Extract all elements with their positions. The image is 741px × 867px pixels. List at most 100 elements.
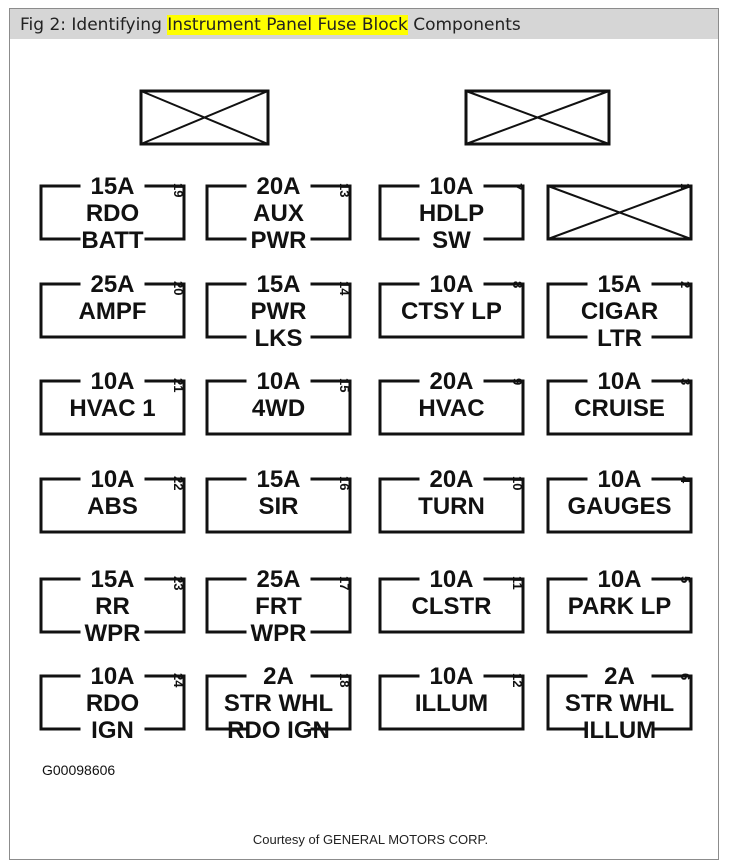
fuse-number: 12: [510, 673, 525, 687]
fuse-number: 3: [678, 378, 693, 385]
fuse-circuit-label: CIGAR: [581, 298, 658, 325]
fuse-amp-label: 15A: [90, 566, 134, 593]
fuse-amp-label: 2A: [263, 663, 294, 690]
fuse-circuit-label: AUX: [253, 200, 304, 227]
fuse-circuit-label: PWR: [251, 298, 307, 325]
fuse-circuit-label: CRUISE: [574, 395, 665, 422]
fuse-circuit-label-2: LKS: [255, 325, 303, 352]
title-highlight: Instrument Panel Fuse Block: [167, 15, 408, 35]
fuse-outline: [39, 184, 186, 241]
fuse-circuit-label: RR: [95, 593, 130, 620]
fuse-circuit-label-2: WPR: [85, 620, 141, 647]
fuse-circuit-label: GAUGES: [567, 493, 671, 520]
fuse-number: 23: [171, 576, 186, 590]
fuse-number: 10: [510, 476, 525, 490]
credit-line: Courtesy of GENERAL MOTORS CORP.: [252, 832, 489, 847]
fuse-outline: [546, 577, 693, 634]
fuse-outline: [378, 477, 525, 534]
fuse-number: 17: [337, 576, 352, 590]
fuse-outline: [205, 577, 352, 634]
fuse-outline: [205, 674, 352, 731]
fuse-circuit-label-2: BATT: [81, 227, 144, 254]
fuse-circuit-label: ILLUM: [415, 690, 488, 717]
fuse-circuit-label: ABS: [87, 493, 138, 520]
fuse-amp-label: 15A: [256, 271, 300, 298]
fuse-number: 19: [171, 183, 186, 197]
fuse-amp-label: 10A: [597, 368, 641, 395]
fuse-circuit-label: CLSTR: [412, 593, 492, 620]
title-prefix: Fig 2: Identifying: [20, 15, 168, 35]
fuse-circuit-label: RDO: [86, 690, 139, 717]
fuse-circuit-label: HDLP: [419, 200, 484, 227]
fuse-circuit-label-2: IGN: [91, 717, 134, 744]
fuse-circuit-label: HVAC 1: [69, 395, 155, 422]
fuse-number: 14: [337, 281, 352, 296]
fuse-number: 1: [678, 183, 693, 190]
fuse-amp-label: 25A: [256, 566, 300, 593]
fuse-outline: [39, 477, 186, 534]
fuse-number: 2: [678, 281, 693, 288]
fuse-circuit-label: RDO: [86, 200, 139, 227]
title-suffix: Components: [407, 15, 521, 35]
fuse-outline: [205, 477, 352, 534]
fuse-number: 15: [337, 378, 352, 392]
fuse-outline: [546, 477, 693, 534]
fuse-circuit-label: SIR: [258, 493, 298, 520]
blank-slot-right: [464, 89, 611, 146]
fuse-circuit-label: HVAC: [418, 395, 484, 422]
fuse-circuit-label: FRT: [255, 593, 302, 620]
fuse-outline: [546, 282, 693, 339]
figure-header: Fig 2: Identifying Instrument Panel Fuse…: [10, 9, 718, 39]
fuse-amp-label: 10A: [90, 466, 134, 493]
figure-id: G00098606: [42, 762, 116, 778]
fuse-circuit-label: TURN: [418, 493, 485, 520]
fuse-amp-label: 10A: [90, 663, 134, 690]
fuse-number: 20: [171, 281, 186, 295]
fuse-1: 1: [546, 183, 693, 241]
cross-line: [547, 185, 692, 240]
fuse-circuit-label-2: WPR: [251, 620, 307, 647]
fuse-amp-label: 10A: [90, 368, 134, 395]
fuse-amp-label: 2A: [604, 663, 635, 690]
fuse-outline: [378, 282, 525, 339]
fuse-number: 18: [337, 673, 352, 687]
fuse-amp-label: 10A: [429, 566, 473, 593]
fuse-outline: [205, 184, 352, 241]
fuse-outline: [378, 379, 525, 436]
fuse-outline: [546, 379, 693, 436]
fuse-circuit-label: PARK LP: [568, 593, 672, 620]
fuse-circuit-label-2: SW: [432, 227, 471, 254]
fuse-amp-label: 10A: [429, 173, 473, 200]
fuse-amp-label: 10A: [597, 566, 641, 593]
fuse-outline: [39, 674, 186, 731]
fuse-circuit-label: STR WHL: [565, 690, 674, 717]
fuse-outline: [378, 674, 525, 731]
fuse-outline: [39, 282, 186, 339]
fuse-number: 22: [171, 476, 186, 490]
fuse-outline: [378, 577, 525, 634]
fuse-amp-label: 15A: [256, 466, 300, 493]
fuse-number: 11: [510, 576, 525, 590]
fuse-amp-label: 25A: [90, 271, 134, 298]
